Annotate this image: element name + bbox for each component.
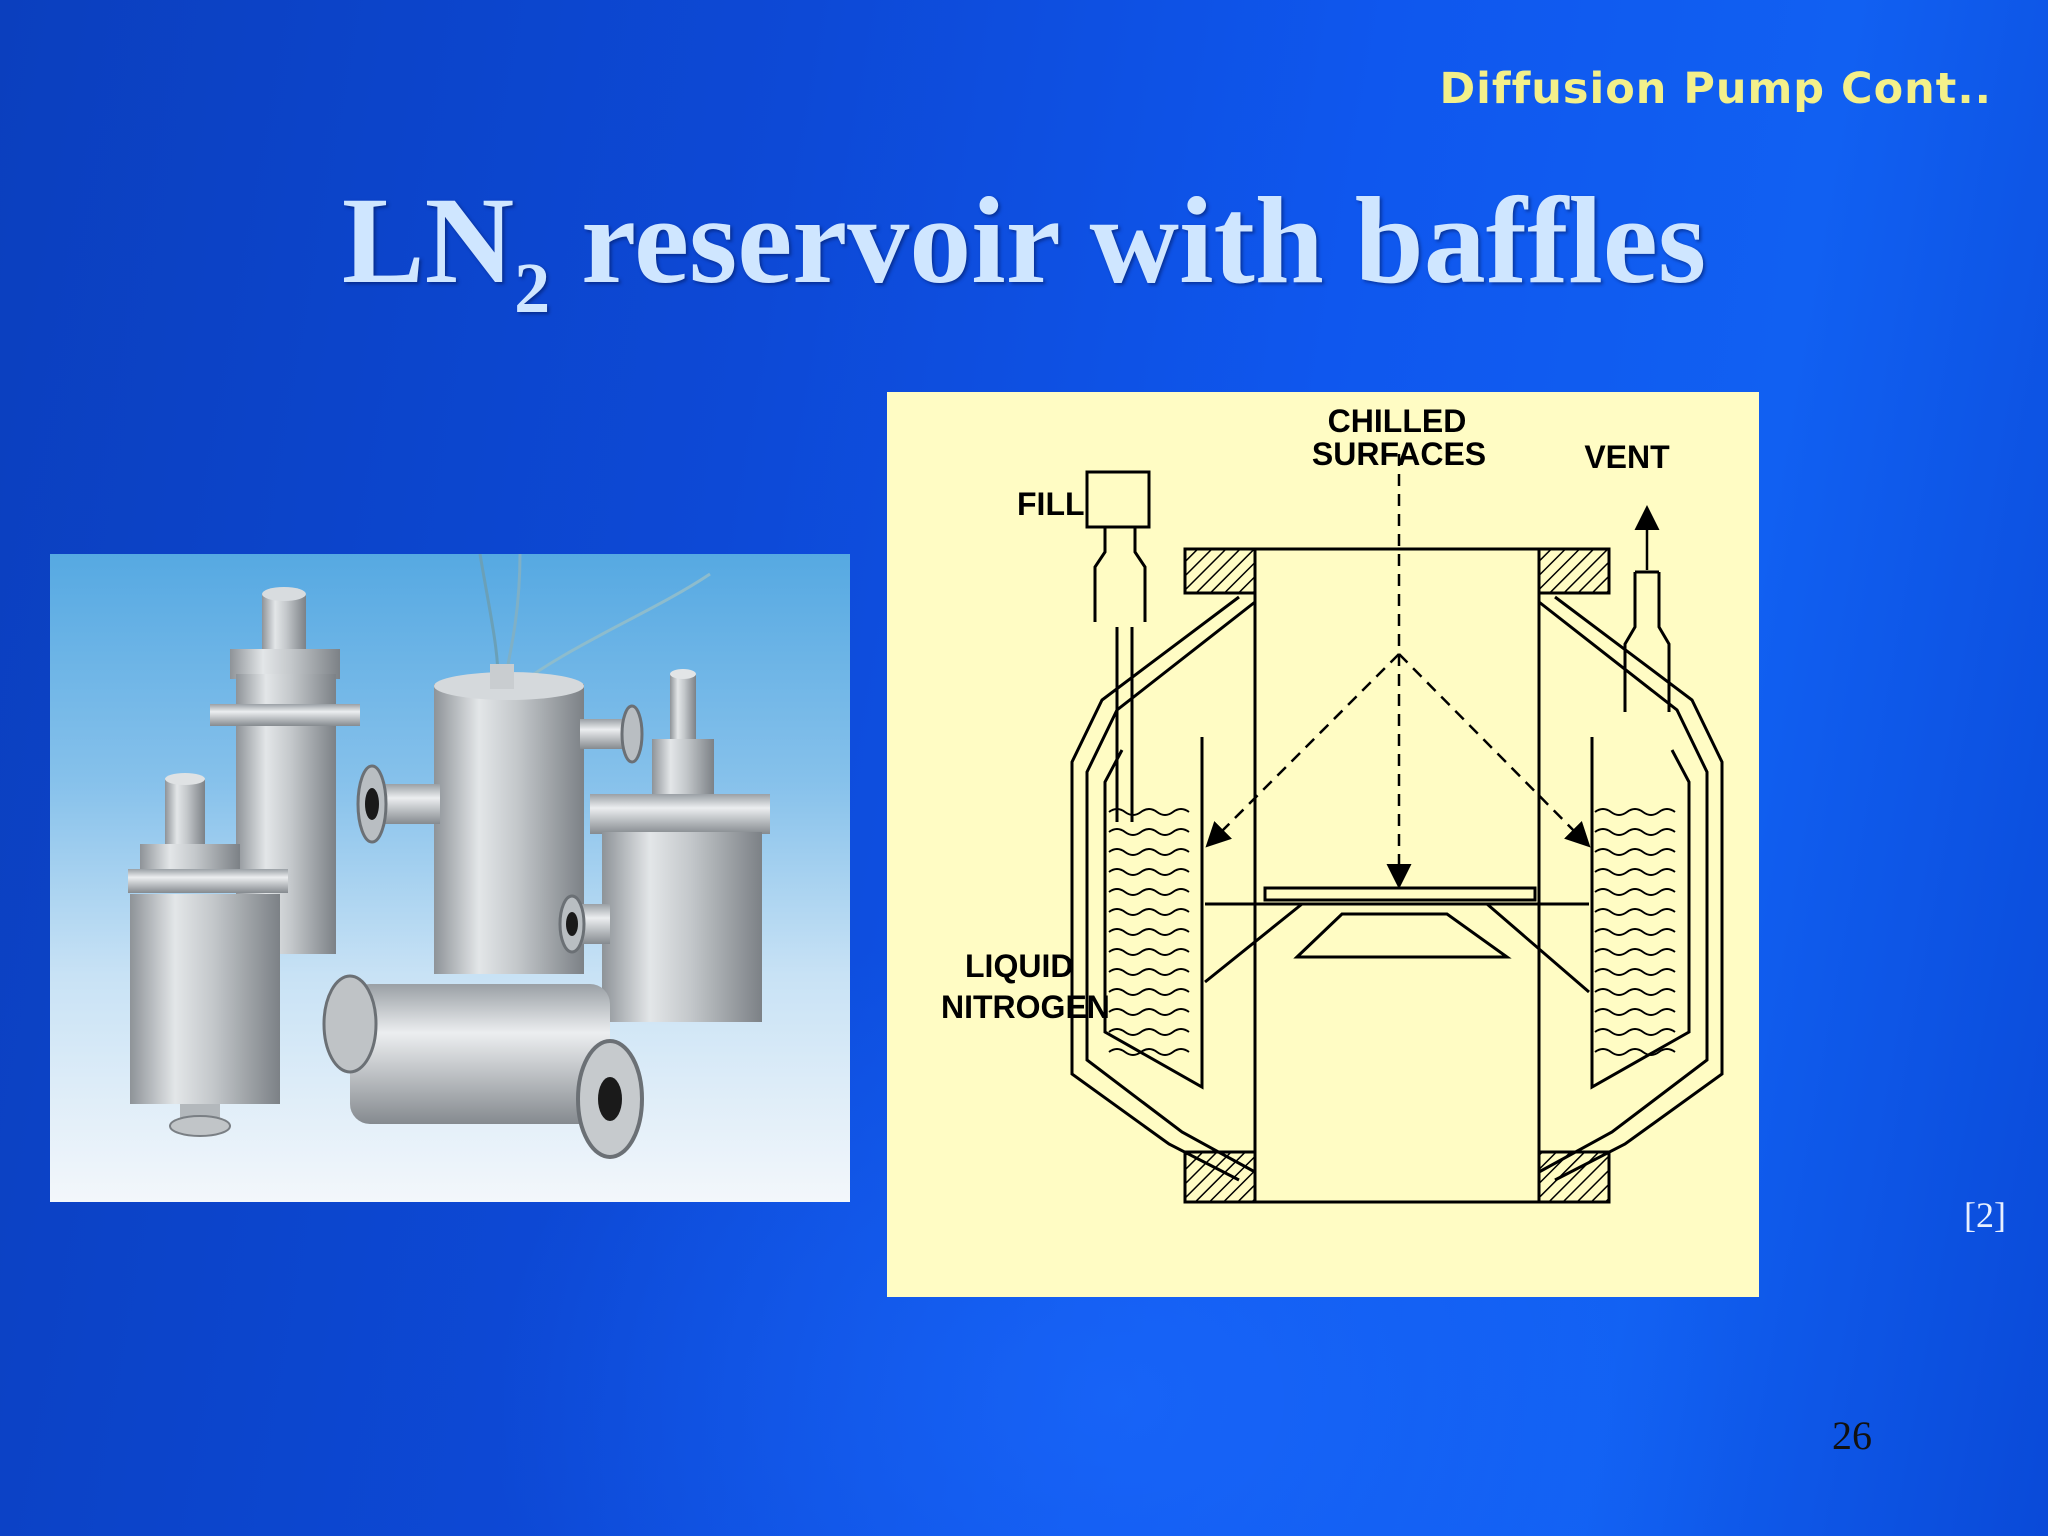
title-suffix: reservoir with baffles xyxy=(550,172,1707,309)
indicator-arrows xyxy=(1205,454,1591,889)
liquid-right xyxy=(1594,808,1676,1056)
ln2-traps-photo xyxy=(50,554,850,1202)
page-number: 26 xyxy=(1832,1413,1872,1458)
citation: [2] xyxy=(1964,1195,2006,1235)
diagram-drawing: CHILLED SURFACES VENT FILL LIQUID NITROG… xyxy=(941,403,1724,1204)
label-vent: VENT xyxy=(1584,439,1670,475)
title-subscript: 2 xyxy=(514,248,551,328)
traps-illustration xyxy=(128,554,770,1159)
label-liquid: LIQUID xyxy=(965,948,1073,984)
liquid-left xyxy=(1108,808,1190,1056)
label-chilled-2: SURFACES xyxy=(1312,436,1486,472)
ln2-trap-diagram: CHILLED SURFACES VENT FILL LIQUID NITROG… xyxy=(887,392,1759,1297)
section-title: Diffusion Pump Cont.. xyxy=(1439,64,1992,114)
label-nitrogen: NITROGEN xyxy=(941,989,1110,1025)
label-chilled-1: CHILLED xyxy=(1328,403,1467,439)
label-fill: FILL xyxy=(1017,486,1085,522)
slide-title: LN2 reservoir with baffles xyxy=(0,170,2048,330)
title-prefix: LN xyxy=(341,172,515,309)
